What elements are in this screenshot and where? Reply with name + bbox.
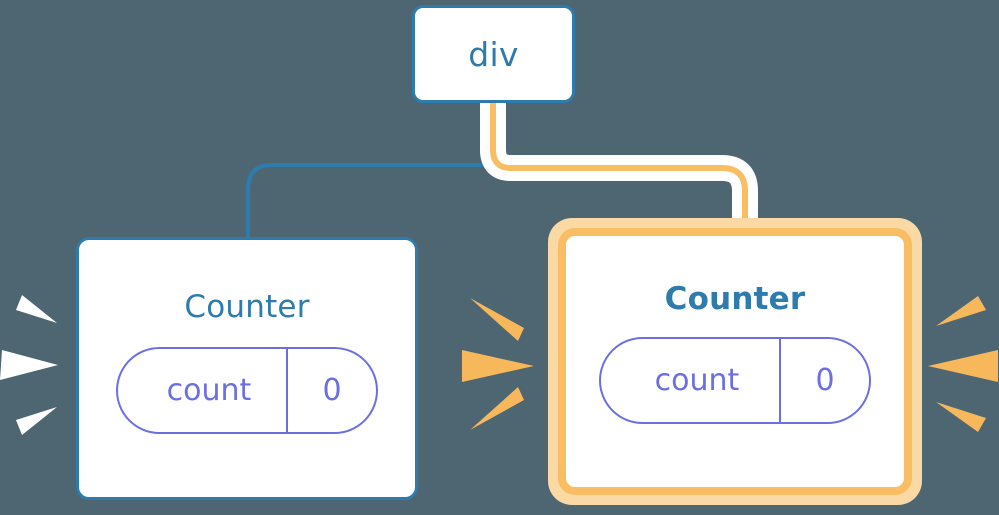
state-value-label: 0 [779, 339, 869, 422]
rays-right-of-counter-right [928, 296, 998, 432]
node-div-label: div [468, 34, 519, 74]
connector-div-to-counter-right-halo [480, 103, 758, 222]
connector-div-to-counter-left [246, 101, 495, 239]
state-key-label: count [166, 372, 252, 408]
ray-icon [0, 350, 58, 380]
rays-between-counters [462, 298, 534, 430]
node-counter-left-label: Counter [184, 289, 310, 325]
state-value-label: 0 [286, 349, 376, 432]
node-counter-right-label: Counter [664, 281, 806, 317]
node-counter-right[interactable]: Counter count 0 [548, 218, 922, 505]
ray-icon [928, 350, 998, 382]
ray-icon [470, 298, 524, 341]
state-pill-counter-left: count 0 [116, 347, 378, 434]
ray-icon [936, 296, 986, 326]
state-pill-counter-right: count 0 [599, 337, 871, 424]
ray-icon [16, 295, 57, 323]
highlight-ring: Counter count 0 [558, 228, 912, 495]
rays-left-of-counter-left [0, 295, 58, 435]
ray-icon [936, 402, 986, 432]
node-div[interactable]: div [412, 5, 575, 103]
ray-icon [462, 350, 534, 382]
connector-div-to-counter-right [490, 103, 748, 222]
node-counter-left[interactable]: Counter count 0 [76, 237, 418, 500]
ray-icon [16, 407, 57, 435]
ray-icon [470, 387, 524, 430]
state-key-label: count [654, 362, 740, 398]
